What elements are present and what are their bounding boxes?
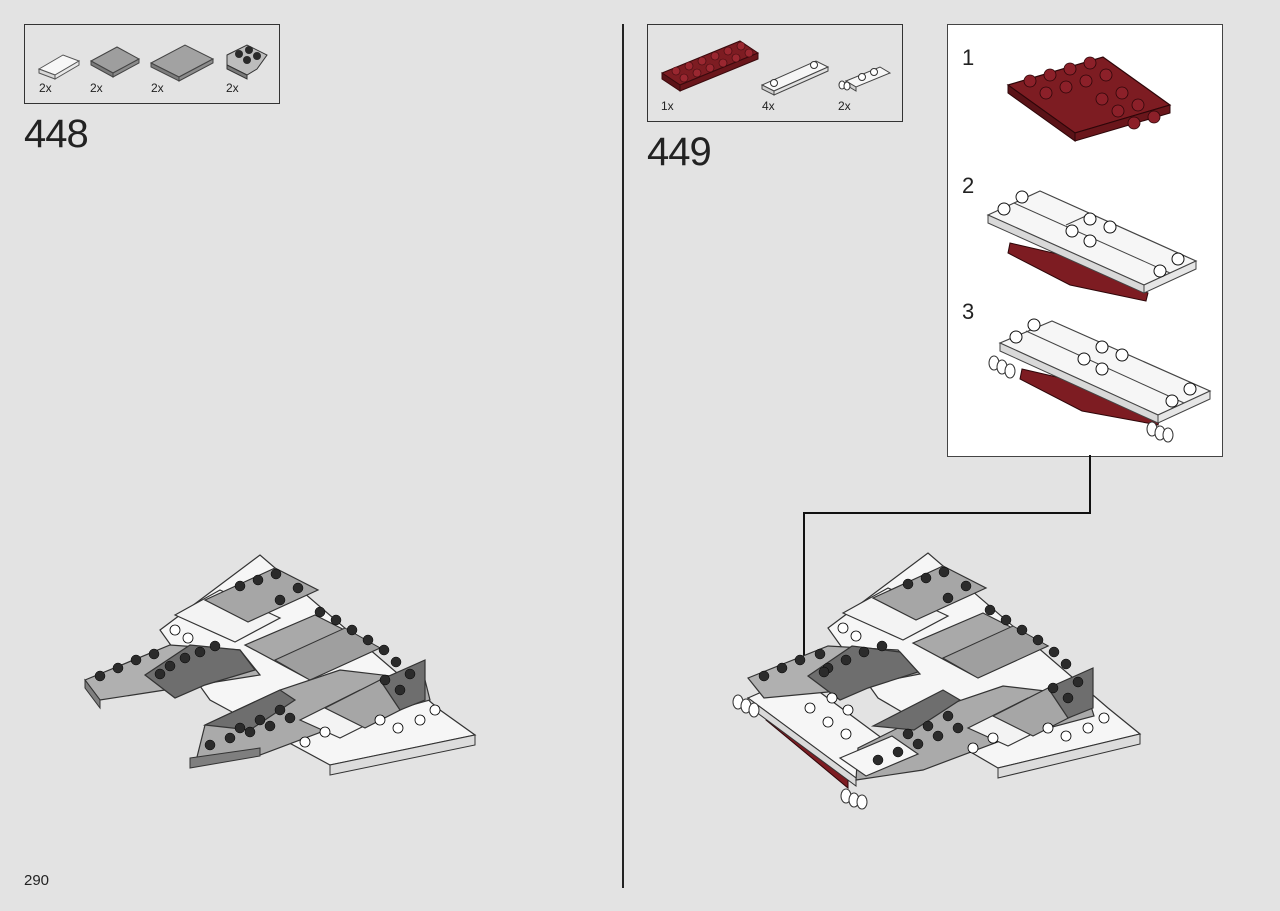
part-qty-1: 1x [661, 99, 674, 113]
part-qty-2: 4x [762, 99, 775, 113]
model-assembly-448 [84, 554, 477, 776]
part-qty-3: 2x [838, 99, 851, 113]
step-number-449: 449 [647, 130, 712, 174]
part-white-tile-icon [37, 44, 268, 82]
substep-number-2: 2 [962, 173, 975, 198]
parts-callout-448: 2x 2x 2x 2x [24, 24, 280, 104]
page-number: 290 [24, 872, 50, 889]
part-qty-1: 2x [39, 81, 52, 95]
part-dark-red-plate-icon [660, 40, 892, 96]
subassembly-callout: 1 2 3 [947, 24, 1223, 457]
step-number-448: 448 [24, 112, 89, 156]
substep-number-3: 3 [962, 299, 975, 324]
parts-callout-449: 1x 4x 2x [647, 24, 903, 122]
substep-number-1: 1 [962, 45, 975, 70]
part-qty-2: 2x [90, 81, 103, 95]
model-assembly-449 [732, 552, 1142, 810]
part-qty-4: 2x [226, 81, 239, 95]
part-qty-3: 2x [151, 81, 164, 95]
page-divider [622, 24, 624, 888]
substep-1-dark-red-plate [986, 56, 1212, 443]
